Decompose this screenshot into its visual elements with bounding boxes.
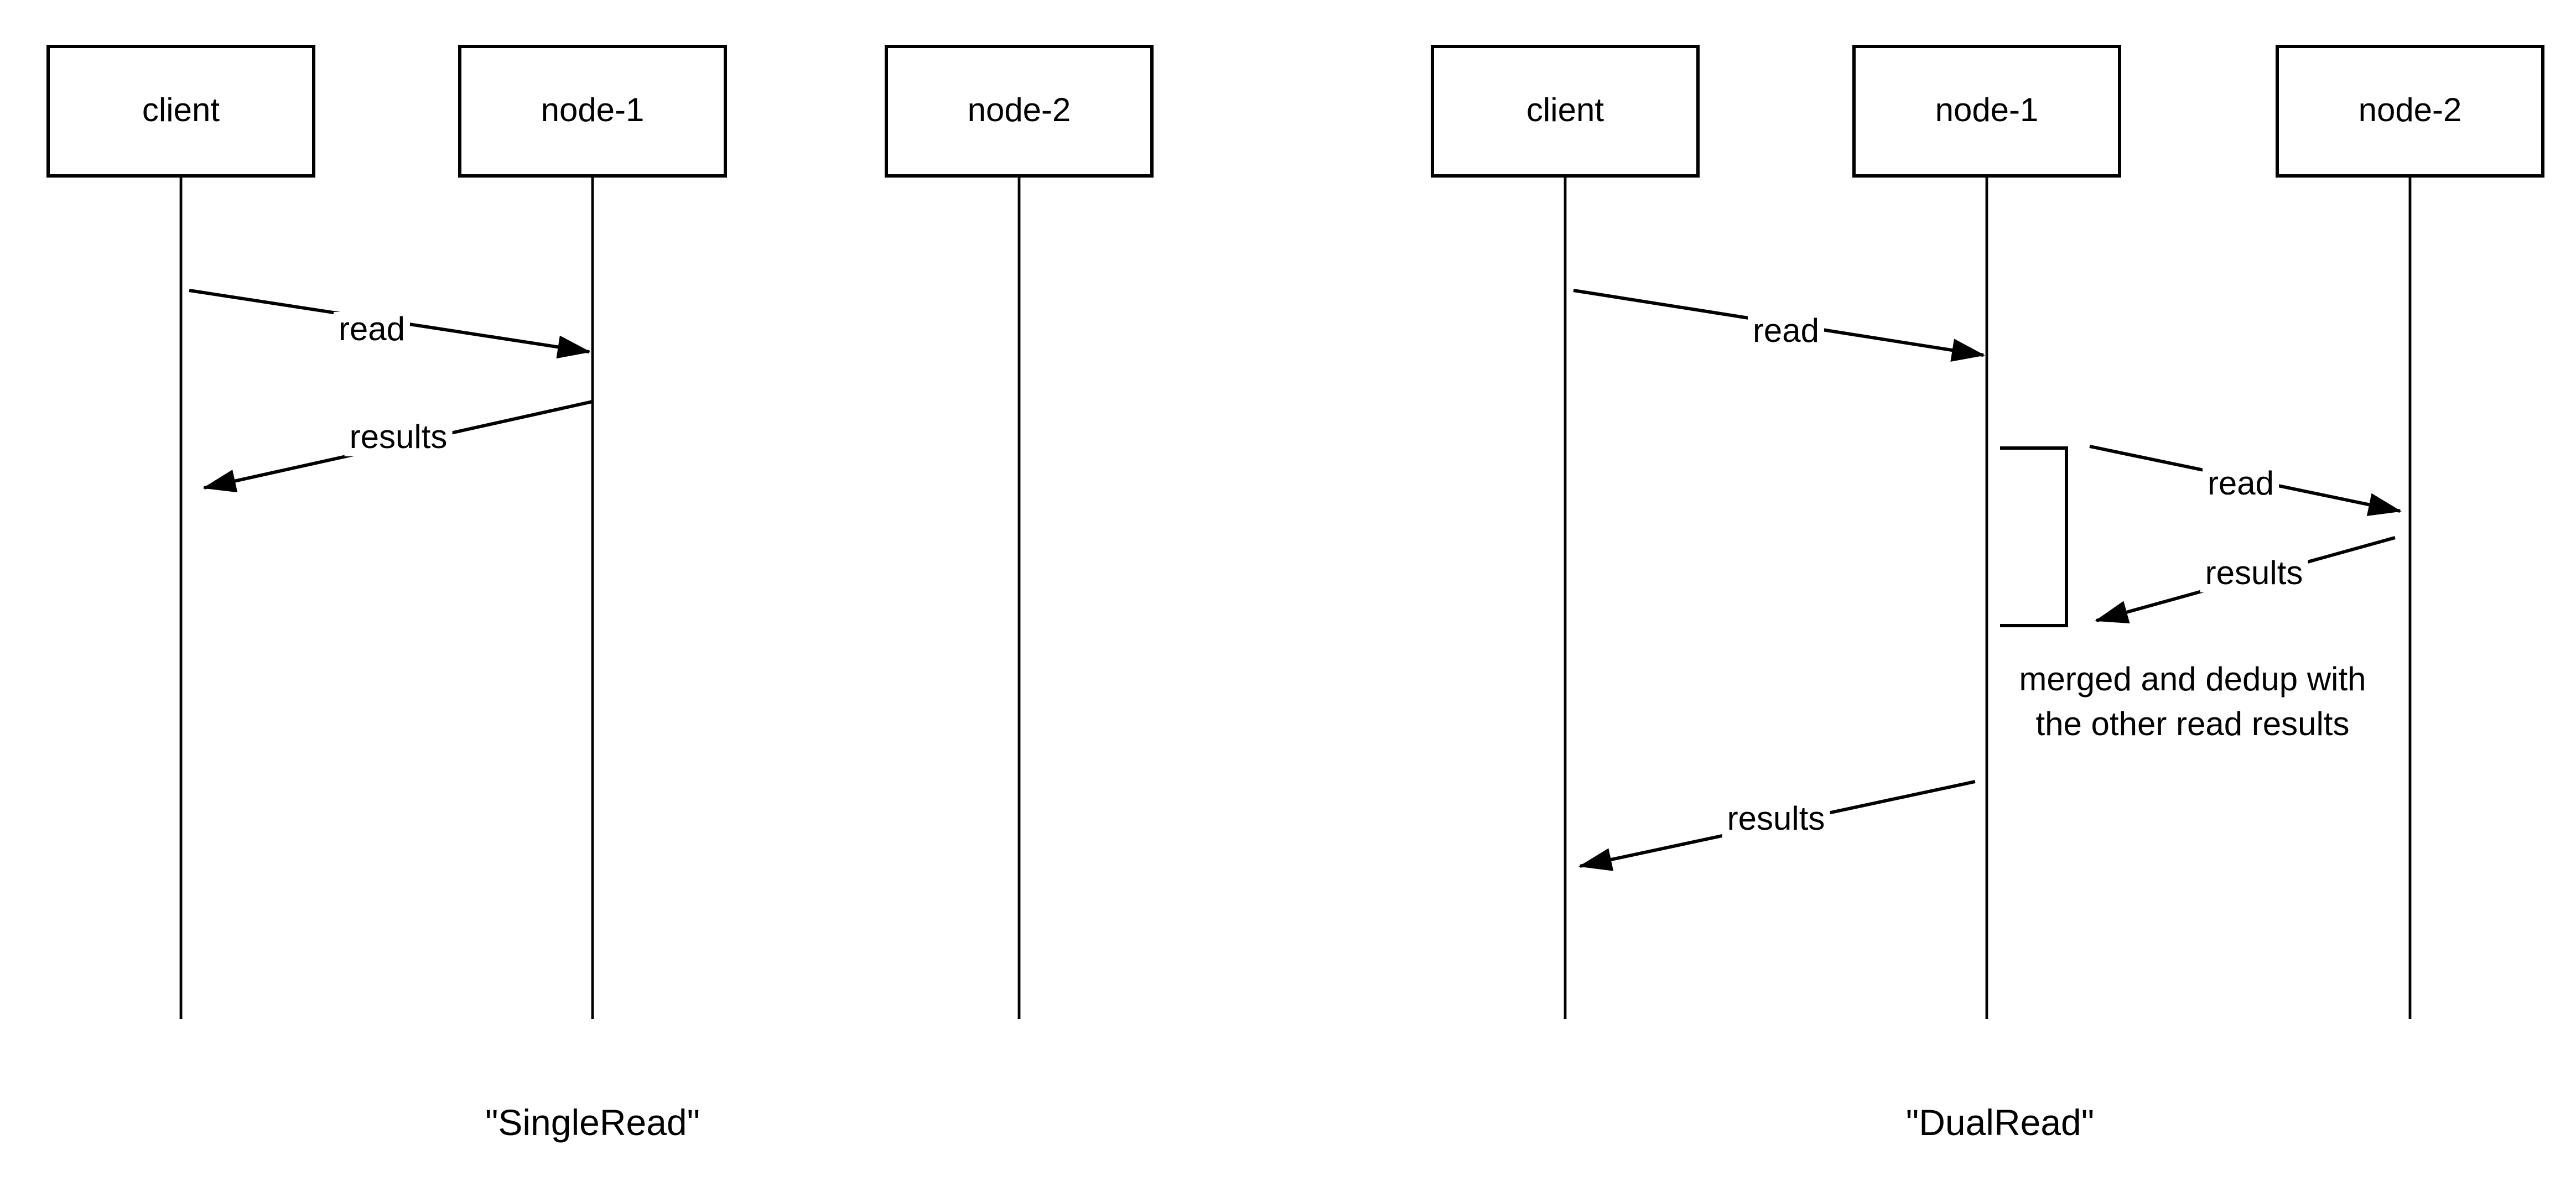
actor-label: node-1 [541, 93, 645, 129]
actor-box-single-client: client [46, 45, 315, 178]
actor-label: node-2 [2358, 93, 2462, 129]
note-line-1: merged and dedup with [2019, 662, 2366, 699]
actor-box-dual-node-1: node-1 [1852, 45, 2121, 178]
actor-label: node-1 [1935, 93, 2039, 129]
actor-box-dual-client: client [1431, 45, 1700, 178]
message-label-dual-read-1: read [1747, 314, 1825, 350]
actor-box-single-node-2: node-2 [885, 45, 1154, 178]
message-label-dual-results-2: results [2200, 556, 2308, 592]
actor-label: client [1526, 93, 1604, 129]
note-merged-dedup: merged and dedup with the other read res… [2019, 659, 2366, 748]
note-line-2: the other read results [2035, 707, 2350, 743]
actor-box-single-node-1: node-1 [458, 45, 727, 178]
actor-label: client [142, 93, 220, 129]
caption-dual-read: "DualRead" [1905, 1102, 2095, 1143]
activation-bracket-node-1 [1999, 446, 2068, 627]
message-label-single-read: read [333, 312, 411, 348]
message-label-dual-read-2: read [2202, 466, 2279, 503]
message-label-single-results: results [344, 420, 453, 456]
message-label-dual-results-1: results [1722, 802, 1830, 838]
caption-single-read: "SingleRead" [485, 1102, 700, 1143]
actor-box-dual-node-2: node-2 [2276, 45, 2544, 178]
actor-label: node-2 [967, 93, 1071, 129]
